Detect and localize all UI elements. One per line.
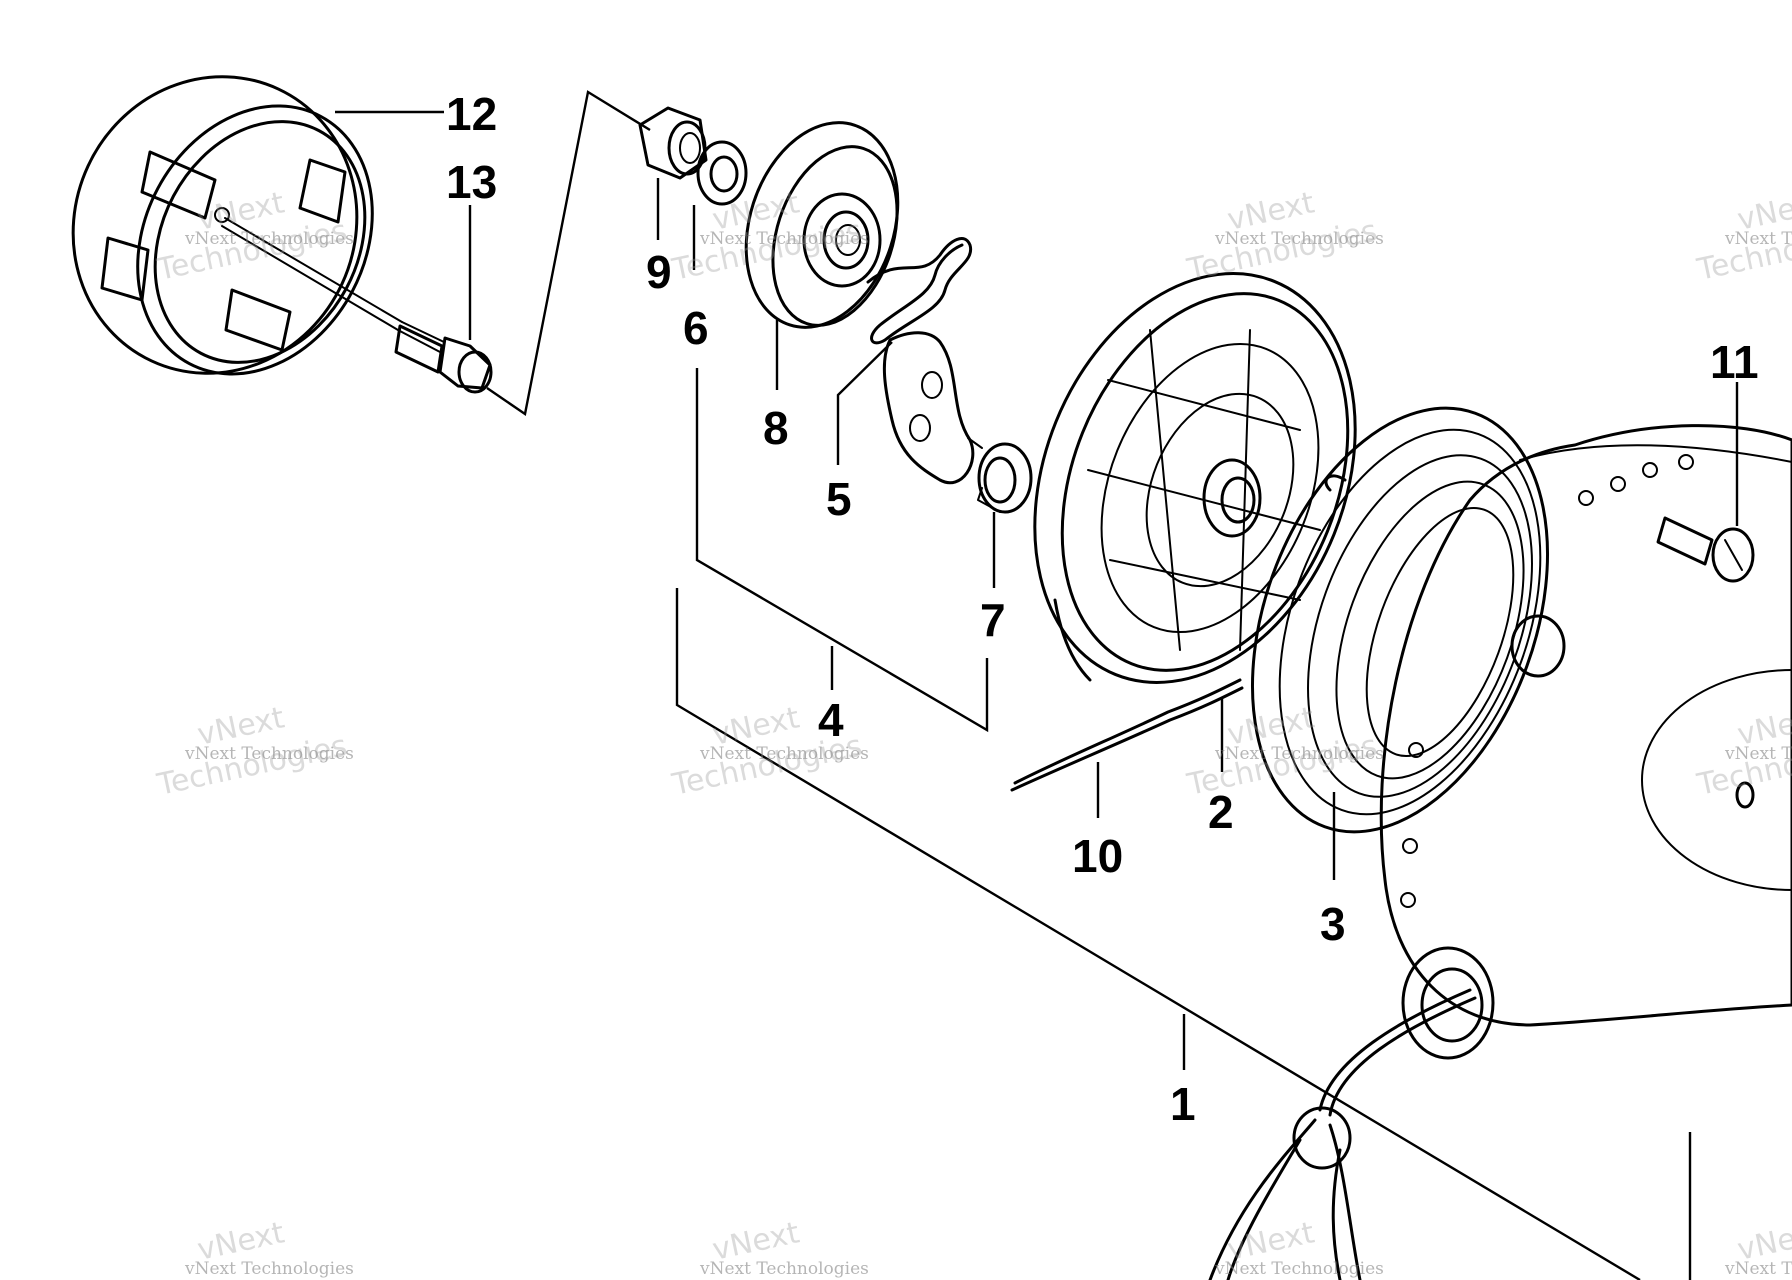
callout-11[interactable]: 11 — [1710, 336, 1759, 388]
callout-4[interactable]: 4 — [818, 694, 844, 746]
callout-5[interactable]: 5 — [826, 473, 852, 525]
watermark: vNext vNext Technologies Technologies — [1183, 185, 1383, 288]
svg-text:vNext Technologies: vNext Technologies — [1724, 1259, 1792, 1279]
watermark: vNext vNext Technologies Technologies — [153, 700, 353, 803]
callout-8[interactable]: 8 — [763, 402, 789, 454]
svg-text:vNext Technologies: vNext Technologies — [184, 229, 354, 249]
callout-6[interactable]: 6 — [683, 302, 709, 354]
callout-3[interactable]: 3 — [1320, 898, 1346, 950]
svg-text:vNext Technologies: vNext Technologies — [1214, 1259, 1384, 1279]
part-5-pawl-spring[interactable] — [866, 237, 975, 485]
watermark: vNext vNext Technologies Technologies — [1183, 700, 1383, 803]
callout-7[interactable]: 7 — [980, 594, 1006, 646]
callout-12[interactable]: 12 — [446, 88, 497, 140]
callout-1[interactable]: 1 — [1170, 1078, 1196, 1130]
svg-text:vNext Technologies: vNext Technologies — [1724, 229, 1792, 249]
part-8-drive-plate[interactable] — [721, 103, 923, 347]
part-1-starter-housing[interactable] — [1379, 424, 1792, 1060]
watermark: vNext vNext Technologies Technologies — [1693, 185, 1792, 288]
starter-handle-rope[interactable] — [1208, 988, 1477, 1280]
watermark: vNext vNext Technologies Technologies — [153, 185, 353, 288]
watermark: vNext vNext Technologies Technologies — [1693, 700, 1792, 803]
callout-2[interactable]: 2 — [1208, 786, 1234, 838]
watermark: vNext vNext Technologies — [1214, 1215, 1384, 1279]
part-12-starter-cup[interactable] — [25, 30, 418, 420]
bracket-line-12-9 — [486, 90, 651, 417]
svg-text:vNext Technologies: vNext Technologies — [184, 744, 354, 764]
part-9-nut[interactable] — [638, 106, 708, 180]
part-2-rope-reel[interactable] — [977, 225, 1414, 731]
svg-text:vNext Technologies: vNext Technologies — [699, 229, 869, 249]
callout-labels: 12 13 9 6 8 5 7 4 10 2 3 11 1 — [446, 88, 1759, 1130]
part-7-bushing[interactable] — [967, 437, 1033, 514]
svg-text:vNext Technologies: vNext Technologies — [184, 1259, 354, 1279]
svg-text:vNext Technologies: vNext Technologies — [1214, 229, 1384, 249]
watermark-group: vNext vNext Technologies Technologies vN… — [153, 185, 1792, 1279]
svg-text:vNext Technologies: vNext Technologies — [1214, 744, 1384, 764]
watermark: vNext vNext Technologies — [184, 1215, 354, 1279]
part-6-washer[interactable] — [696, 140, 748, 206]
part-3-recoil-spring[interactable] — [1198, 367, 1602, 873]
part-10-rope[interactable] — [1010, 678, 1244, 792]
svg-text:vNext Technologies: vNext Technologies — [699, 744, 869, 764]
svg-text:vNext Technologies: vNext Technologies — [1724, 744, 1792, 764]
callout-9[interactable]: 9 — [646, 246, 672, 298]
leader-lines — [335, 110, 1739, 1280]
watermark: vNext vNext Technologies Technologies — [668, 185, 868, 288]
callout-13[interactable]: 13 — [446, 156, 497, 208]
watermark: vNext vNext Technologies — [1724, 1215, 1792, 1279]
watermark: vNext vNext Technologies — [699, 1215, 869, 1279]
callout-10[interactable]: 10 — [1072, 830, 1123, 882]
svg-text:vNext Technologies: vNext Technologies — [699, 1259, 869, 1279]
part-11-screw[interactable] — [1656, 516, 1755, 583]
part-13-bolt[interactable] — [221, 217, 493, 394]
